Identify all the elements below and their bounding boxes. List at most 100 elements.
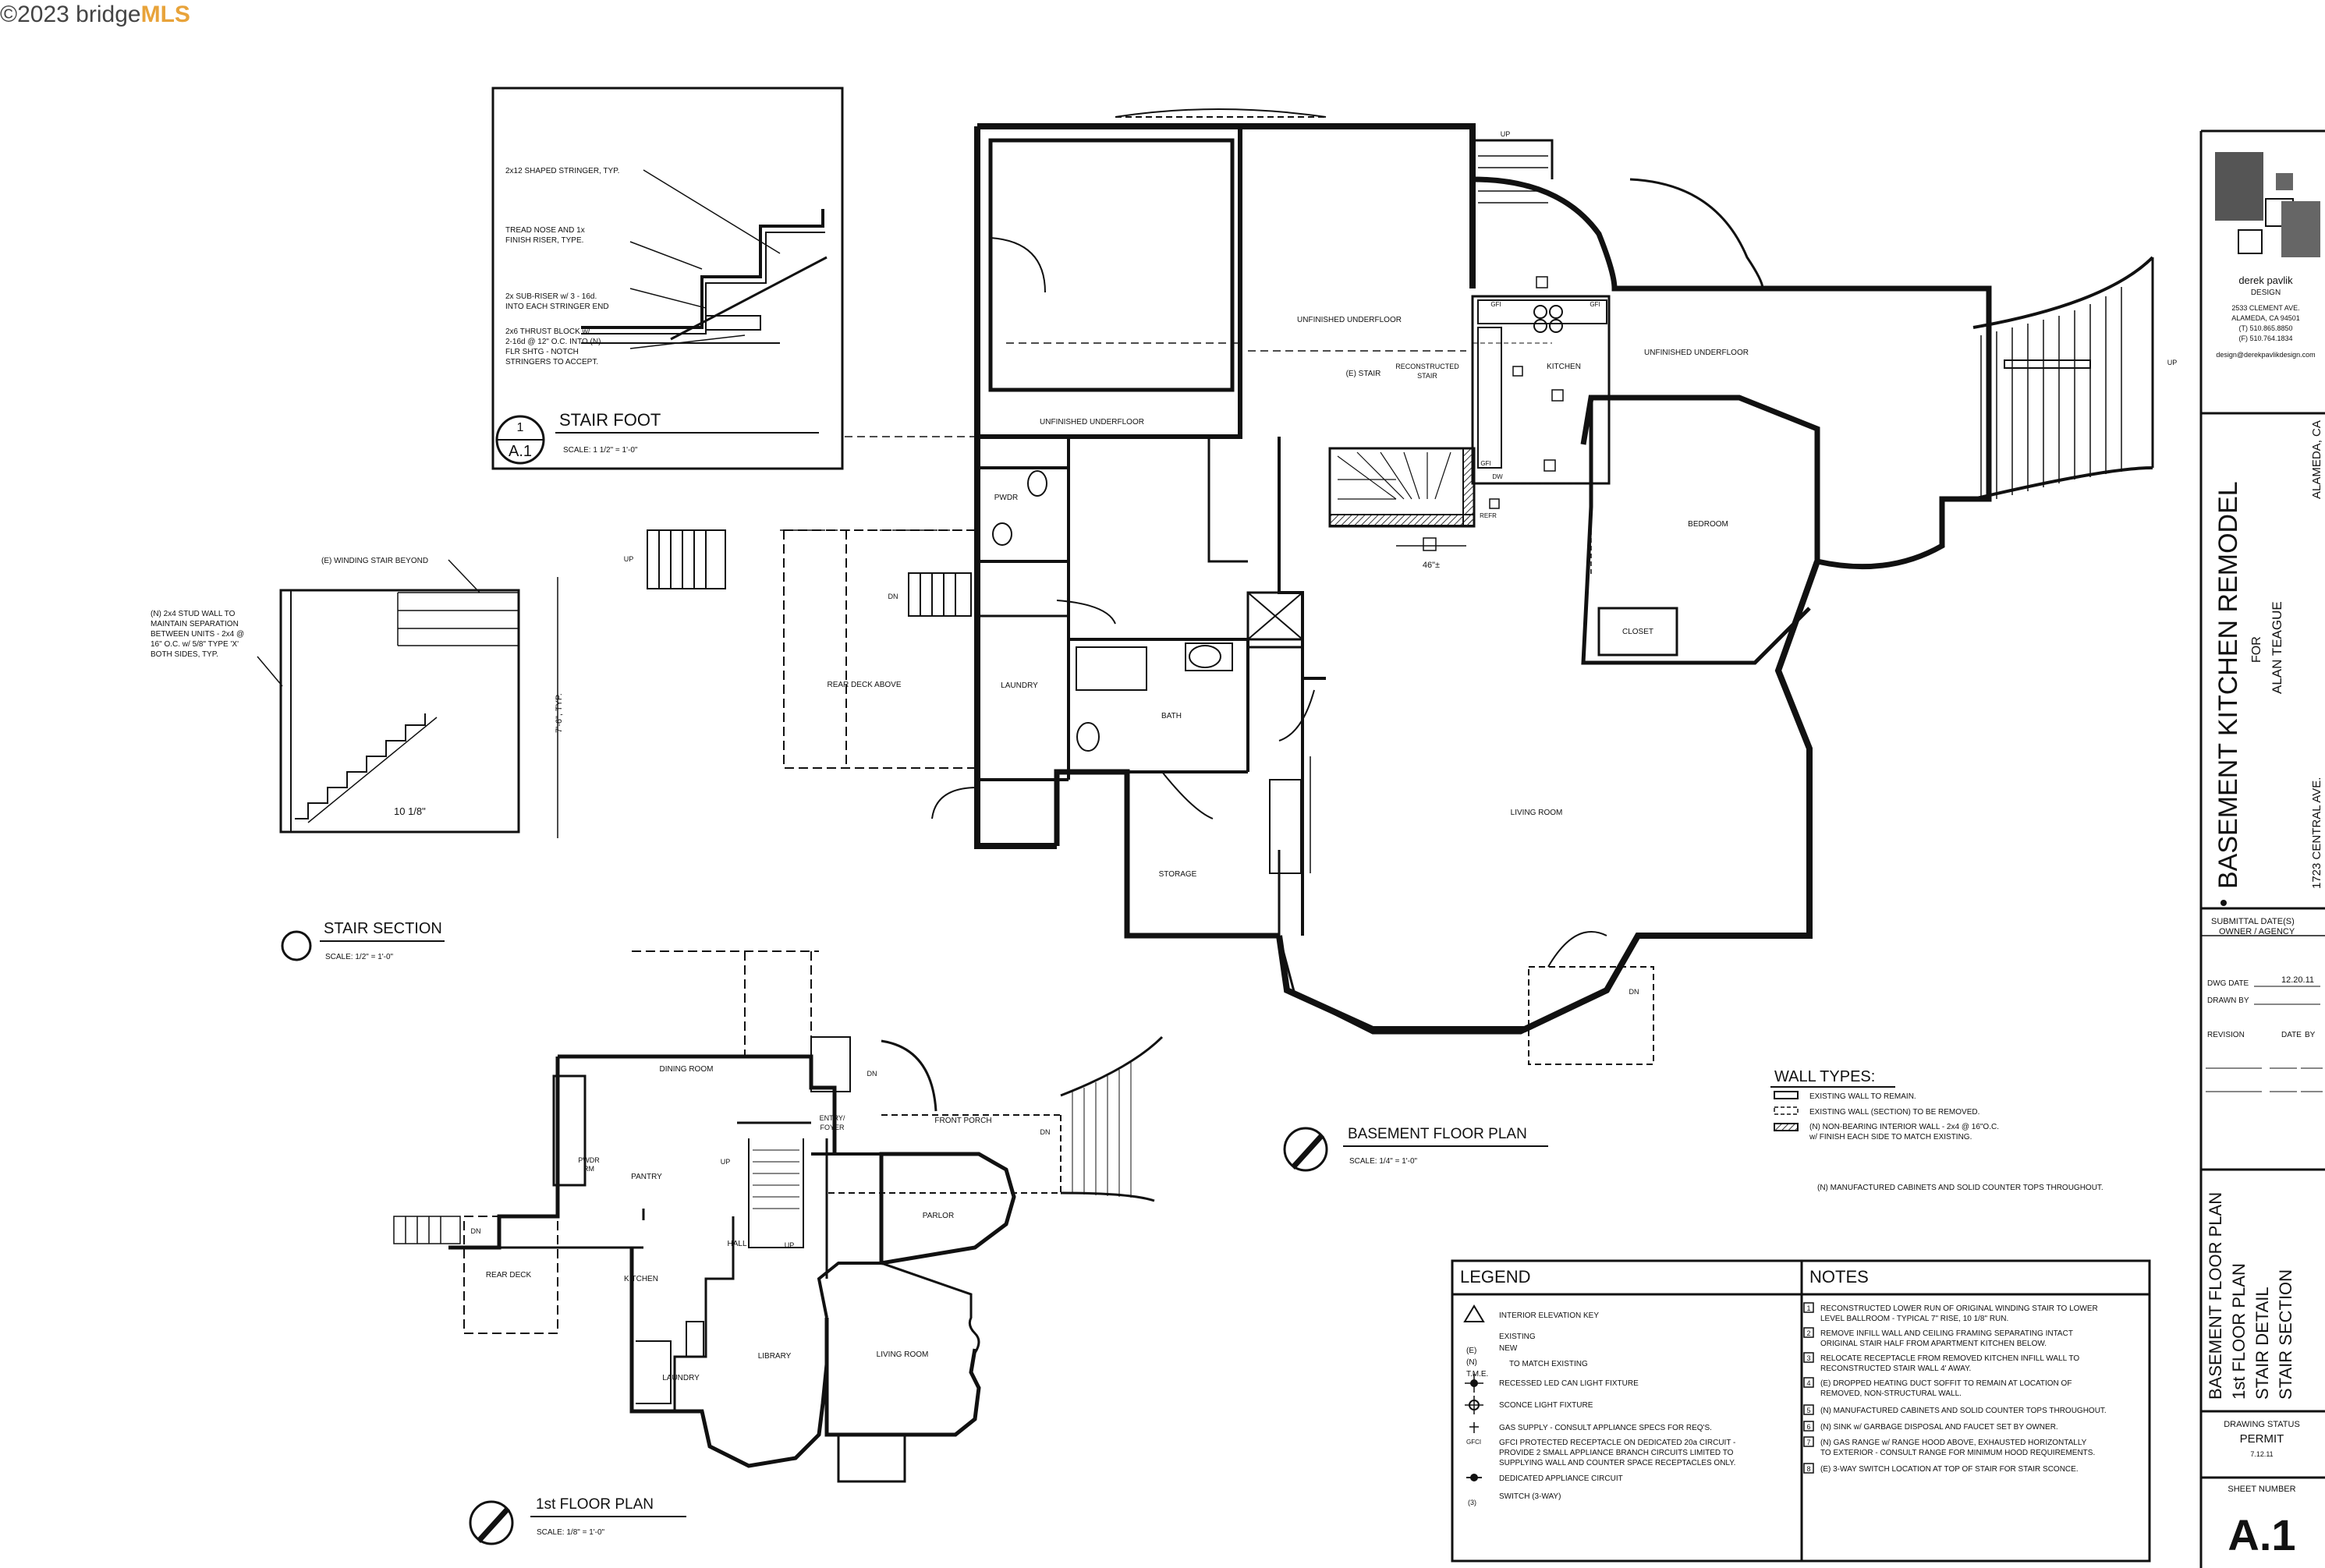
sf-note-2: TREAD NOSE AND 1x <box>505 226 585 235</box>
ss-wall-note-3: BETWEEN UNITS - 2x4 @ <box>151 630 244 639</box>
ff-dining: DINING ROOM <box>660 1065 714 1074</box>
ss-wall-note-2: MAINTAIN SEPARATION <box>151 620 239 628</box>
first-floor-north-arrow <box>469 1500 514 1545</box>
project-site: 1723 CENTRAL AVE. <box>2310 777 2323 889</box>
note-num: 1 <box>1806 1304 1810 1312</box>
bsmt-closet: CLOSET <box>1622 628 1653 636</box>
ff-dn-3: DN <box>471 1227 481 1235</box>
bsmt-laundry: LAUNDRY <box>1001 681 1038 690</box>
sf-note-3: FINISH RISER, TYPE. <box>505 236 583 245</box>
basement-title: BASEMENT FLOOR PLAN <box>1348 1126 1527 1142</box>
firm-sub: DESIGN <box>2251 288 2281 297</box>
firm-email: design@derekpavlikdesign.com <box>2216 351 2315 359</box>
legend-notes-box: LEGEND NOTES (E) (N) T.M.E. GFCI (3) INT… <box>1451 1259 2151 1563</box>
note-8: 8 (E) 3-WAY SWITCH LOCATION AT TOP OF ST… <box>1803 1463 2079 1474</box>
dedicated-circuit-icon <box>1466 1474 1482 1481</box>
note-6: 6 (N) SINK w/ GARBAGE DISPOSAL AND FAUCE… <box>1803 1421 2058 1432</box>
ff-up-1: UP <box>721 1158 731 1166</box>
submittal-label-2: OWNER / AGENCY <box>2219 927 2295 936</box>
status-date: 7.12.11 <box>2250 1450 2273 1458</box>
note-num: 8 <box>1806 1465 1810 1473</box>
ff-dn-2: DN <box>1040 1128 1051 1136</box>
bsmt-gfi-3: GFI <box>1480 460 1490 467</box>
legend-sym-8: GFCI <box>1466 1439 1481 1446</box>
legend-sym-2: (E) <box>1466 1347 1476 1355</box>
legend-item-11: DEDICATED APPLIANCE CIRCUIT <box>1499 1474 1623 1483</box>
legend-item-7: GAS SUPPLY - CONSULT APPLIANCE SPECS FOR… <box>1499 1424 1712 1432</box>
basement-north-arrow <box>1283 1127 1328 1172</box>
ss-height-dim: 7'-6", TYP. <box>555 693 564 733</box>
sheet-content-4: STAIR SECTION <box>2276 1269 2295 1400</box>
basement-title-block: BASEMENT FLOOR PLAN SCALE: 1/4" = 1'-0" <box>1283 1126 1548 1172</box>
bsmt-living: LIVING ROOM <box>1511 809 1563 817</box>
note-5: 5 (N) MANUFACTURED CABINETS AND SOLID CO… <box>1803 1404 2107 1415</box>
first-floor-title-block: 1st FLOOR PLAN SCALE: 1/8" = 1'-0" <box>469 1496 686 1545</box>
wall-type-2: EXISTING WALL (SECTION) TO BE REMOVED. <box>1809 1108 1979 1117</box>
note-line: (N) MANUFACTURED CABINETS AND SOLID COUN… <box>1820 1407 2107 1415</box>
wall-types: WALL TYPES: EXISTING WALL TO REMAIN. EXI… <box>1770 1068 2103 1192</box>
ff-up-2: UP <box>785 1241 795 1249</box>
ff-laundry: LAUNDRY <box>662 1374 700 1382</box>
bsmt-bedroom: BEDROOM <box>1688 520 1728 529</box>
sheet-content-2: 1st FLOOR PLAN <box>2229 1263 2249 1400</box>
sheet-number-label: SHEET NUMBER <box>2228 1485 2295 1494</box>
legend-item-5: RECESSED LED CAN LIGHT FIXTURE <box>1499 1379 1639 1388</box>
firm-logo <box>2215 152 2320 257</box>
ss-wall-note-5: BOTH SIDES, TYP. <box>151 650 218 659</box>
firm-phone: (T) 510.865.8850 <box>2238 324 2292 332</box>
status: PERMIT <box>2240 1432 2284 1446</box>
bsmt-recon-stair-2: STAIR <box>1417 372 1437 380</box>
stair-foot-frame <box>491 87 844 470</box>
bsmt-refr: REFR <box>1480 512 1497 519</box>
bsmt-kitchen: KITCHEN <box>1547 363 1581 371</box>
legend-item-1: INTERIOR ELEVATION KEY <box>1499 1311 1599 1320</box>
note-num: 2 <box>1806 1329 1810 1337</box>
sf-detail-num: 1 <box>517 421 524 434</box>
note-num: 5 <box>1806 1407 1810 1414</box>
stair-foot-detail: 2x12 SHAPED STRINGER, TYP. TREAD NOSE AN… <box>491 87 844 470</box>
note-line: REMOVED, NON-STRUCTURAL WALL. <box>1820 1389 1962 1398</box>
legend-item-10: SUPPLYING WALL AND COUNTER SPACE RECEPTA… <box>1499 1459 1735 1467</box>
ff-library: LIBRARY <box>758 1352 792 1361</box>
legend-item-2: EXISTING <box>1499 1333 1536 1341</box>
note-line: LEVEL BALLROOM - TYPICAL 7" RISE, 10 1/8… <box>1820 1315 2008 1323</box>
ss-run-dim: 10 1/8" <box>394 805 426 817</box>
project-city: ALAMEDA, CA <box>2310 420 2323 499</box>
dwg-date-label: DWG DATE <box>2207 979 2249 988</box>
legend-sym-4: T.M.E. <box>1466 1370 1488 1379</box>
ff-living: LIVING ROOM <box>877 1350 929 1359</box>
note-line: ORIGINAL STAIR HALF FROM APARTMENT KITCH… <box>1820 1340 2047 1348</box>
bsmt-storage: STORAGE <box>1159 870 1197 879</box>
sf-note-5: INTO EACH STRINGER END <box>505 303 609 311</box>
note-num: 7 <box>1806 1439 1810 1446</box>
sf-note-7: 2-16d @ 12" O.C. INTO (N) <box>505 338 601 346</box>
legend-title: LEGEND <box>1460 1267 1530 1287</box>
bsmt-pwdr: PWDR <box>994 494 1019 502</box>
title-block: derek pavlik DESIGN 2533 CLEMENT AVE. AL… <box>2199 129 2325 1568</box>
first-floor-scale: SCALE: 1/8" = 1'-0" <box>537 1528 605 1537</box>
submittal-label-1: SUBMITTAL DATE(S) <box>2211 917 2295 926</box>
sf-sheet: A.1 <box>509 443 532 460</box>
legend-sym-12: (3) <box>1468 1499 1476 1506</box>
sf-note-6: 2x6 THRUST BLOCK w/ <box>505 327 590 336</box>
bsmt-gfi-1: GFI <box>1490 301 1501 308</box>
firm-address-2: ALAMEDA, CA 94501 <box>2231 314 2300 322</box>
bsmt-dn-2: DN <box>1629 988 1639 996</box>
wall-type-1: EXISTING WALL TO REMAIN. <box>1809 1092 1916 1101</box>
sf-note-4: 2x SUB-RISER w/ 3 - 16d. <box>505 292 597 301</box>
legend-item-4: TO MATCH EXISTING <box>1509 1360 1588 1368</box>
sheet-number: A.1 <box>2228 1510 2295 1559</box>
firm-address-1: 2533 CLEMENT AVE. <box>2231 304 2299 312</box>
cabinet-note: (N) MANUFACTURED CABINETS AND SOLID COUN… <box>1817 1184 2103 1192</box>
bsmt-dim-46: 46"± <box>1423 561 1440 570</box>
note-line: (E) DROPPED HEATING DUCT SOFFIT TO REMAI… <box>1820 1379 2072 1388</box>
stair-foot-scale: SCALE: 1 1/2" = 1'-0" <box>563 446 638 455</box>
note-line: RECONSTRUCTED LOWER RUN OF ORIGINAL WIND… <box>1820 1304 2098 1313</box>
watermark-prefix: ©2023 bridge <box>0 2 141 27</box>
ff-rear-deck: REAR DECK <box>486 1271 532 1280</box>
dwg-date: 12.20.11 <box>2281 975 2314 985</box>
date-label: DATE <box>2281 1031 2302 1039</box>
project-for: FOR <box>2250 636 2263 663</box>
mls-watermark: ©2023 bridgeMLS <box>0 2 190 28</box>
